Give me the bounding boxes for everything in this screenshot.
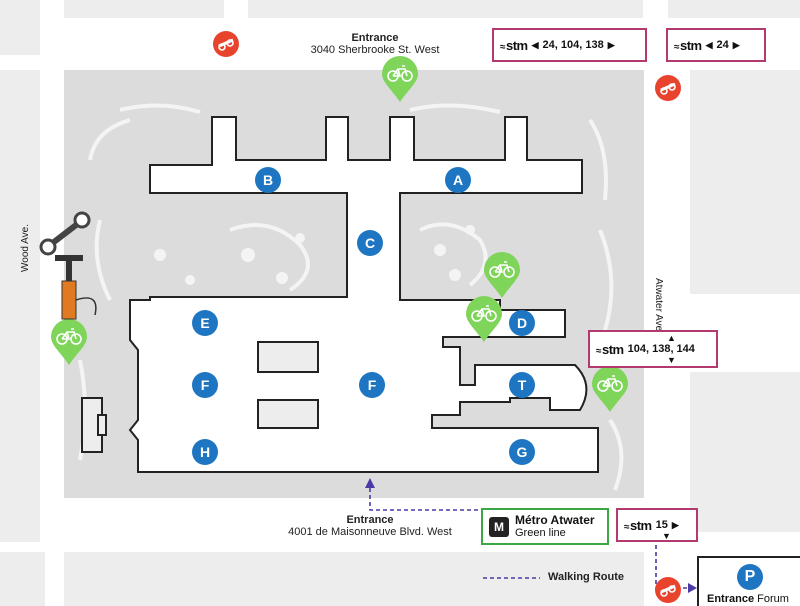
- arrow-right-icon: ▶: [671, 519, 679, 530]
- building-marker-circle: [509, 439, 535, 465]
- metro-text: Métro Atwater Green line: [515, 513, 595, 540]
- stm-logo: stm: [596, 342, 624, 357]
- bike-repair-station-icon: [39, 211, 97, 320]
- building-marker-label: H: [200, 444, 210, 460]
- building-marker-h: H: [192, 439, 218, 465]
- entrance-top-title: Entrance: [351, 32, 399, 44]
- arrow-right-icon: ▶: [607, 39, 615, 50]
- building-marker-a: A: [445, 167, 471, 193]
- building-marker-circle: [509, 310, 535, 336]
- bixi-icon: [211, 29, 241, 59]
- parking-icon: P: [737, 564, 763, 590]
- building-marker-circle: [192, 310, 218, 336]
- entrance-top-address: 3040 Sherbrooke St. West: [310, 44, 440, 56]
- building-complex-outline: [128, 116, 599, 473]
- building-marker-f: F: [192, 372, 218, 398]
- city-block: [668, 0, 800, 18]
- stm-bus-stop-de-maisonneuve: stm 15 ▶ ▼: [616, 508, 698, 542]
- arrow-down-icon: ▼: [667, 355, 676, 365]
- entrance-bottom-label: Entrance 4001 de Maisonneuve Blvd. West: [270, 514, 470, 538]
- city-block: [690, 70, 800, 294]
- building-marker-label: D: [517, 315, 527, 331]
- metro-line: Green line: [515, 527, 566, 539]
- walking-route-arrow: [365, 478, 375, 488]
- arrow-down-icon: ▼: [662, 531, 671, 541]
- arrow-left-icon: ◀: [531, 39, 539, 50]
- metro-name: Métro Atwater: [515, 513, 595, 527]
- bixi-icon: [653, 73, 683, 103]
- building-marker-circle: [509, 372, 535, 398]
- legend-walking-route-label: Walking Route: [548, 571, 624, 583]
- garden-paths: [78, 103, 624, 491]
- inner-courtyard: [257, 399, 319, 429]
- walking-route: [369, 488, 483, 511]
- building-marker-b: B: [255, 167, 281, 193]
- bixi-icon: [653, 575, 683, 605]
- parking-label: Entrance Forum: [707, 593, 789, 605]
- parking-label-bold: Entrance: [707, 593, 755, 605]
- arrow-up-icon: ▲: [667, 333, 676, 343]
- building-marker-d: D: [509, 310, 535, 336]
- stm-logo: stm: [500, 38, 528, 53]
- city-block: [0, 0, 40, 55]
- stm-bus-stop-sherbrooke-east: stm ◀ 24 ▶: [666, 28, 766, 62]
- building-marker-label: C: [365, 235, 375, 251]
- building-marker-label: B: [263, 172, 273, 188]
- building-marker-label: F: [368, 377, 377, 393]
- building-marker-circle: [192, 372, 218, 398]
- parking-label-rest: Forum: [754, 593, 789, 605]
- arrow-left-icon: ◀: [705, 39, 713, 50]
- building-marker-label: A: [453, 172, 463, 188]
- city-block: [0, 70, 40, 542]
- city-block: [64, 0, 224, 18]
- street-wood-ave: Wood Ave.: [20, 224, 31, 272]
- arrow-right-icon: ▶: [732, 39, 740, 50]
- building-marker-f: F: [359, 372, 385, 398]
- inner-courtyard: [257, 341, 319, 373]
- city-block: [690, 372, 800, 532]
- parking-forum-box: P Entrance Forum: [697, 556, 800, 606]
- garden-circles: [154, 225, 475, 285]
- building-marker-circle: [359, 372, 385, 398]
- city-block: [248, 0, 643, 18]
- stm-logo: stm: [624, 518, 652, 533]
- building-marker-c: C: [357, 230, 383, 256]
- outbuilding: [97, 414, 107, 436]
- street-atwater-ave: Atwater Ave.: [653, 278, 664, 334]
- stm-bus-stop-sherbrooke: stm ◀ 24, 104, 138 ▶: [492, 28, 647, 62]
- stm-routes: 15: [655, 519, 668, 531]
- building-marker-e: E: [192, 310, 218, 336]
- building-marker-circle: [255, 167, 281, 193]
- building-marker-circle: [192, 439, 218, 465]
- stm-bus-stop-atwater: stm 104, 138, 144 ▲ ▼: [588, 330, 718, 368]
- stm-logo: stm: [674, 38, 702, 53]
- building-marker-t: T: [509, 372, 535, 398]
- city-block: [0, 552, 45, 606]
- entrance-bottom-title: Entrance: [346, 514, 394, 526]
- building-marker-g: G: [509, 439, 535, 465]
- entrance-top-label: Entrance 3040 Sherbrooke St. West: [290, 32, 460, 56]
- stm-routes: 24, 104, 138: [542, 39, 604, 51]
- building-marker-circle: [357, 230, 383, 256]
- stm-routes: 24: [716, 39, 729, 51]
- walking-route-arrow: [688, 583, 697, 593]
- building-marker-label: E: [200, 315, 209, 331]
- city-block: [64, 552, 644, 606]
- metro-atwater-box: M Métro Atwater Green line: [481, 508, 609, 545]
- entrance-bottom-address: 4001 de Maisonneuve Blvd. West: [288, 526, 452, 538]
- building-marker-label: G: [517, 444, 528, 460]
- metro-icon: M: [489, 516, 509, 537]
- building-marker-circle: [445, 167, 471, 193]
- stm-routes: 104, 138, 144: [627, 343, 695, 355]
- building-marker-label: T: [518, 377, 527, 393]
- building-marker-label: F: [201, 377, 210, 393]
